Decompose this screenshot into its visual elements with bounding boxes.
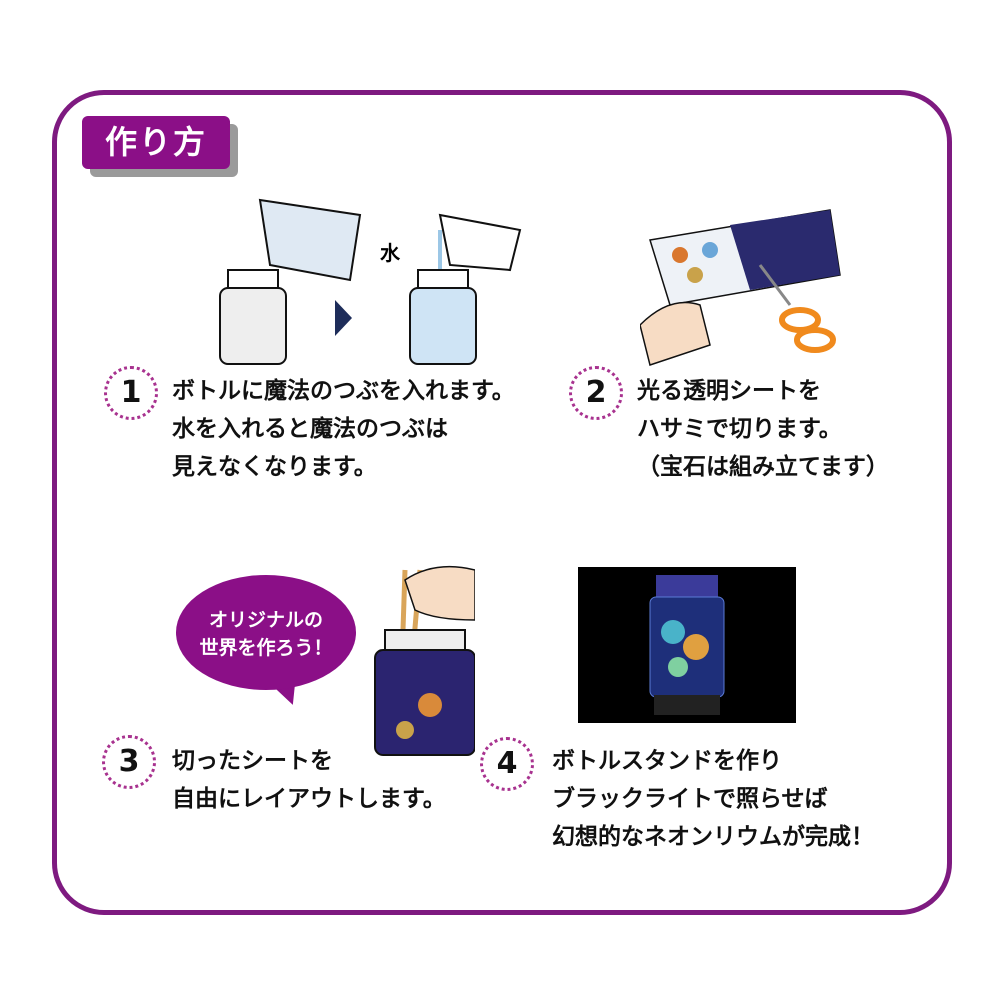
hand-icon	[404, 565, 475, 621]
step2-illustration	[640, 209, 841, 366]
step1-line: 見えなくなります。	[172, 454, 377, 480]
water-label: 水	[380, 241, 401, 265]
content-frame	[52, 90, 952, 915]
arrow-right-icon	[335, 300, 352, 336]
page-title: 作り方	[82, 116, 230, 169]
step4-line: 幻想的なネオンリウムが完成！	[552, 824, 874, 850]
step-number-4: 4	[480, 737, 534, 791]
cup-pouring-water	[438, 213, 522, 272]
step4-line: ブラックライトで照らせば	[552, 786, 828, 812]
bubble-line: 世界を作ろう！	[199, 637, 333, 659]
step3-text: 切ったシートを 自由にレイアウトします。	[172, 742, 446, 818]
scissors-icon	[758, 264, 836, 353]
beads-pouring-bag	[258, 198, 362, 282]
step2-line: ハサミで切ります。	[637, 416, 842, 442]
hand-icon	[640, 301, 711, 366]
step4-text: ボトルスタンドを作り ブラックライトで照らせば 幻想的なネオンリウムが完成！	[552, 742, 874, 856]
step3-line: 切ったシートを	[172, 748, 333, 774]
finished-neonrium-photo	[578, 567, 796, 723]
step-number-1: 1	[104, 366, 158, 420]
step-number-3: 3	[102, 735, 156, 789]
step-number-2: 2	[569, 366, 623, 420]
bottle-with-beads	[219, 269, 287, 365]
step4-line: ボトルスタンドを作り	[552, 748, 782, 774]
speech-bubble: オリジナルの 世界を作ろう！	[176, 575, 356, 690]
step1-text: ボトルに魔法のつぶを入れます。 水を入れると魔法のつぶは 見えなくなります。	[172, 372, 515, 486]
step2-text: 光る透明シートを ハサミで切ります。 （宝石は組み立てます）	[637, 372, 889, 486]
bubble-line: オリジナルの	[208, 609, 323, 631]
step3-line: 自由にレイアウトします。	[172, 786, 446, 812]
step2-line: （宝石は組み立てます）	[637, 454, 889, 480]
step1-line: 水を入れると魔法のつぶは	[172, 416, 448, 442]
step1-illustration: 水	[219, 198, 522, 365]
step1-line: ボトルに魔法のつぶを入れます。	[172, 378, 515, 404]
bottle-with-water	[409, 269, 477, 365]
step2-line: 光る透明シートを	[637, 378, 821, 404]
step3-illustration	[374, 565, 475, 756]
